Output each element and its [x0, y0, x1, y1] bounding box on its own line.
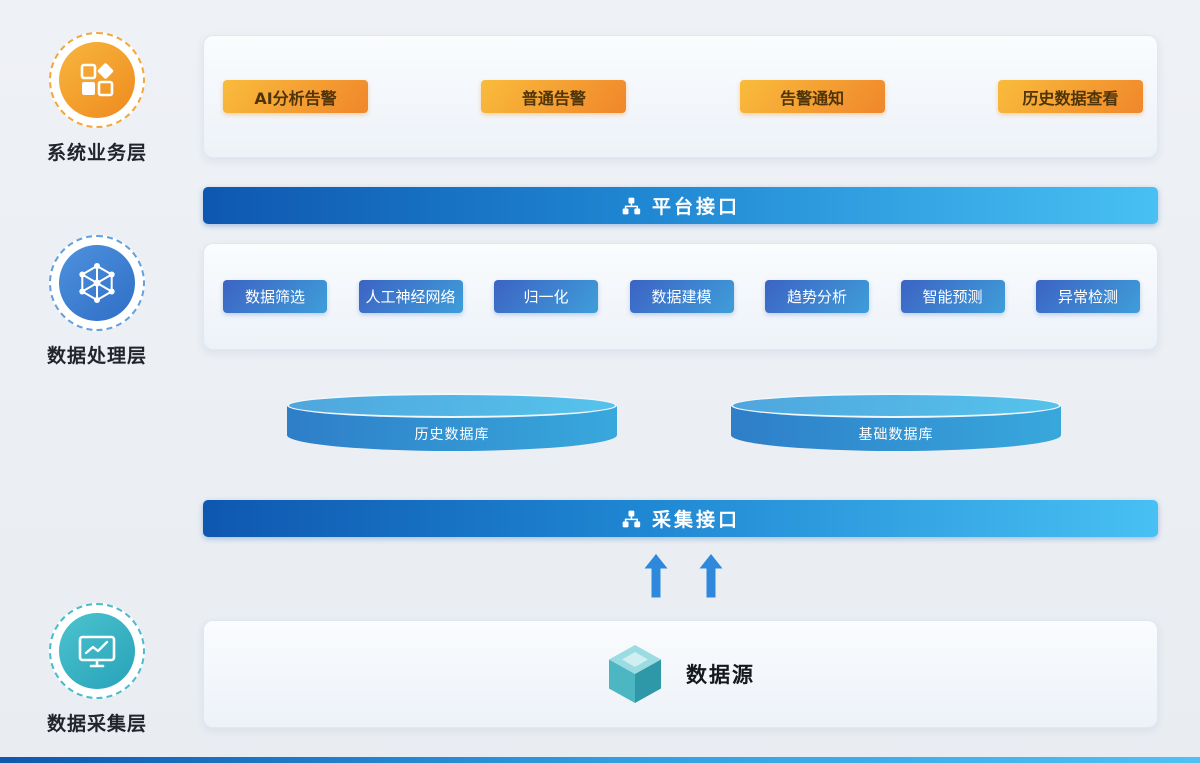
business-panel: AI分析告警 普通告警 告警通知 历史数据查看 — [203, 35, 1158, 158]
sitemap-icon — [622, 197, 641, 214]
monitor-chart-icon — [78, 635, 116, 668]
chip-ai-analysis-alert: AI分析告警 — [223, 80, 368, 113]
chip-data-filter: 数据筛选 — [223, 280, 327, 313]
dashed-ring-teal — [49, 603, 145, 699]
chip-neural-network: 人工神经网络 — [358, 280, 463, 313]
dashed-ring-blue — [49, 235, 145, 331]
chip-history-data-view: 历史数据查看 — [997, 80, 1143, 113]
base-database-cylinder: 基础数据库 — [731, 393, 1061, 451]
sitemap-icon — [622, 510, 641, 527]
chip-data-modeling: 数据建模 — [629, 280, 734, 313]
layer-badge-collection: 数据采集层 — [41, 603, 153, 736]
chip-trend-analysis: 趋势分析 — [765, 280, 869, 313]
business-layer-disc — [59, 42, 135, 118]
chip-smart-prediction: 智能预测 — [900, 280, 1005, 313]
layer-badge-business: 系统业务层 — [41, 32, 153, 165]
datasource-panel: 数据源 — [203, 620, 1158, 728]
cube-icon — [609, 645, 661, 703]
base-database-label: 基础数据库 — [858, 427, 934, 443]
platform-interface-bar: 平台接口 — [203, 187, 1158, 224]
collection-interface-bar: 采集接口 — [203, 500, 1158, 537]
layer-badge-processing: 数据处理层 — [41, 235, 153, 368]
grid-shapes-icon — [80, 63, 114, 97]
chip-alert-notification: 告警通知 — [739, 80, 885, 113]
chip-normalization: 归一化 — [494, 280, 598, 313]
up-arrow-left — [644, 554, 668, 598]
dashed-ring-orange — [49, 32, 145, 128]
layer-label-collection: 数据采集层 — [46, 713, 147, 735]
processing-panel: 数据筛选 人工神经网络 归一化 数据建模 趋势分析 智能预测 异常检测 — [203, 243, 1158, 350]
footer-accent-strip — [0, 757, 1200, 763]
up-arrow-right — [699, 554, 723, 598]
layer-label-business: 系统业务层 — [46, 142, 147, 164]
layer-label-processing: 数据处理层 — [46, 345, 147, 367]
history-database-cylinder: 历史数据库 — [287, 393, 617, 451]
history-database-label: 历史数据库 — [414, 427, 490, 443]
datasource-label: 数据源 — [686, 663, 755, 687]
cylinder-top — [287, 393, 617, 418]
chip-normal-alert: 普通告警 — [481, 80, 627, 113]
platform-interface-label: 平台接口 — [651, 196, 740, 218]
cylinder-top — [731, 393, 1061, 418]
chip-anomaly-detection: 异常检测 — [1036, 280, 1140, 313]
processing-layer-disc — [59, 245, 135, 321]
collection-layer-disc — [59, 613, 135, 689]
collection-interface-label: 采集接口 — [651, 509, 740, 531]
molecule-network-icon — [79, 263, 115, 303]
